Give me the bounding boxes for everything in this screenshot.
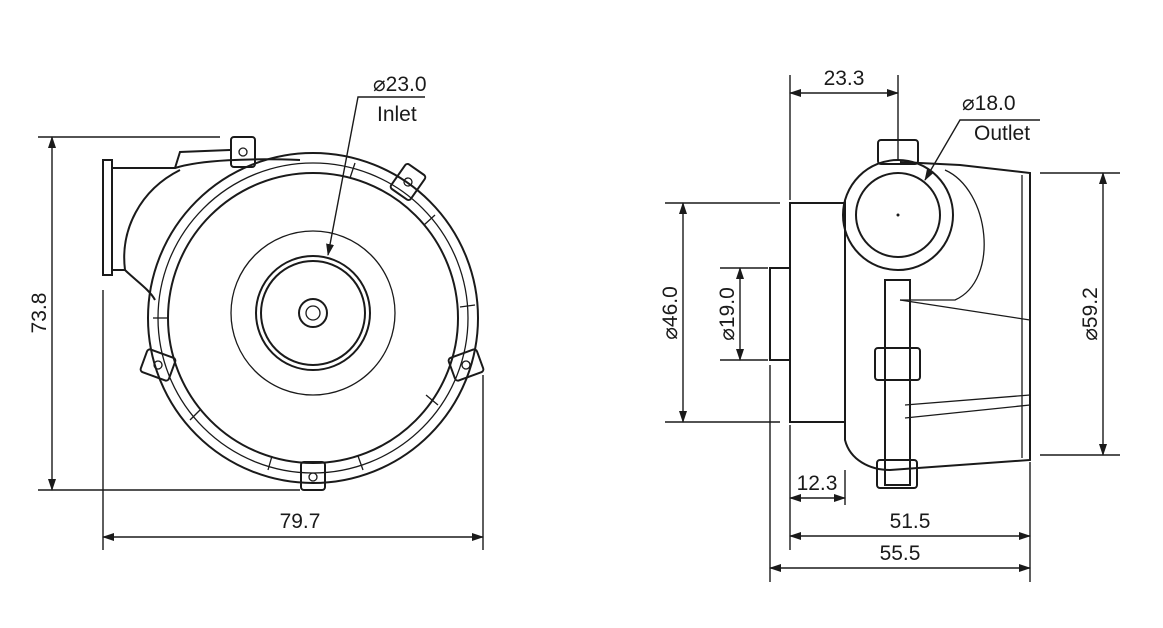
inlet-label: Inlet [377, 103, 417, 126]
mounting-tab [230, 136, 256, 168]
outlet-label: Outlet [974, 122, 1030, 145]
stub-diameter-dimension: ⌀19.0 [716, 267, 768, 361]
body-diameter-label: ⌀59.2 [1079, 287, 1102, 341]
blower-housing-front [102, 136, 485, 491]
height-dimension: 73.8 [28, 136, 300, 491]
outlet-diameter-label: ⌀18.0 [962, 92, 1016, 115]
width-label: 79.7 [280, 510, 321, 533]
outlet-offset-label: 23.3 [824, 67, 865, 90]
flange-diameter-label: ⌀46.0 [659, 286, 682, 340]
outlet-offset-dimension: 23.3 [789, 67, 899, 200]
mounting-tab [139, 348, 177, 382]
stub-diameter-label: ⌀19.0 [716, 287, 739, 341]
inlet-callout: ⌀23.0 Inlet [326, 73, 427, 256]
height-label: 73.8 [28, 293, 51, 334]
flange-depth-label: 12.3 [797, 472, 838, 495]
total-length-label: 55.5 [880, 542, 921, 565]
body-diameter-dimension: ⌀59.2 [1040, 172, 1120, 456]
mounting-tab [447, 348, 485, 382]
front-view: 73.8 79.7 ⌀23.0 Inlet [28, 73, 485, 550]
body-length-label: 51.5 [890, 510, 931, 533]
flange-diameter-dimension: ⌀46.0 [659, 202, 780, 423]
length-dimensions: 12.3 51.5 55.5 [769, 365, 1031, 582]
outlet-callout: ⌀18.0 Outlet [924, 92, 1040, 181]
blower-housing-side [769, 139, 1031, 489]
inlet-diameter-label: ⌀23.0 [373, 73, 427, 96]
side-view: 23.3 ⌀18.0 Outlet ⌀46.0 ⌀19.0 ⌀59.2 [659, 67, 1120, 582]
mounting-tab [300, 461, 326, 491]
width-dimension: 79.7 [102, 290, 484, 550]
mounting-tab [389, 163, 427, 201]
